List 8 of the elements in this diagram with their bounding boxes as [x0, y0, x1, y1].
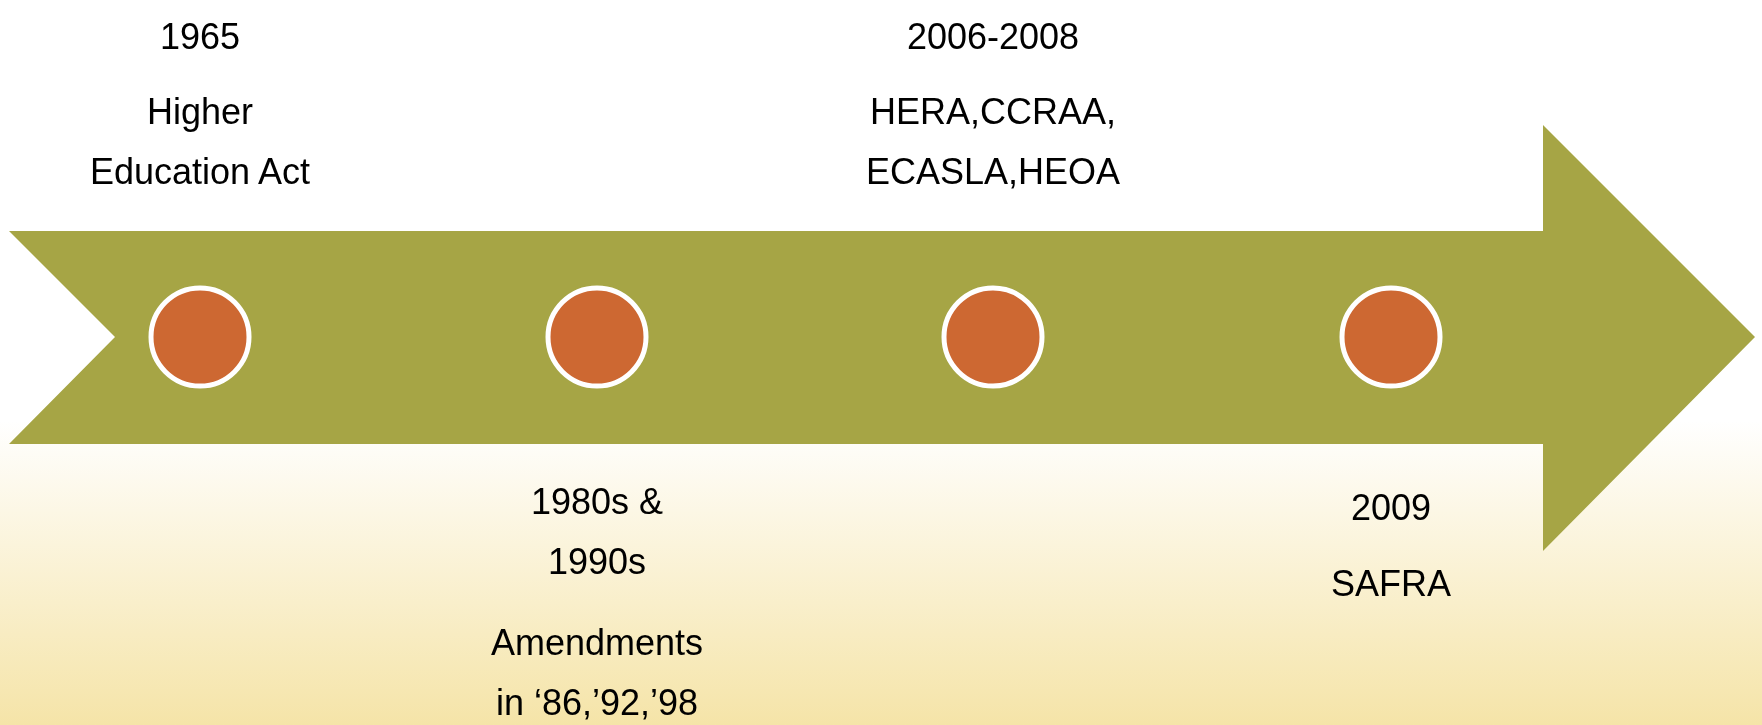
- event-label: Higher Education Act: [88, 90, 312, 194]
- event-label: Amendments in ‘86,’92,’98: [489, 621, 705, 725]
- event-label: HERA,CCRAA, ECASLA,HEOA: [864, 90, 1122, 194]
- date-label: 2006-2008: [905, 15, 1081, 59]
- date-label: 2009: [1349, 486, 1433, 530]
- date-label: 1980s & 1990s: [529, 480, 665, 584]
- date-label: 1965: [158, 15, 242, 59]
- event-label: SAFRA: [1330, 562, 1452, 606]
